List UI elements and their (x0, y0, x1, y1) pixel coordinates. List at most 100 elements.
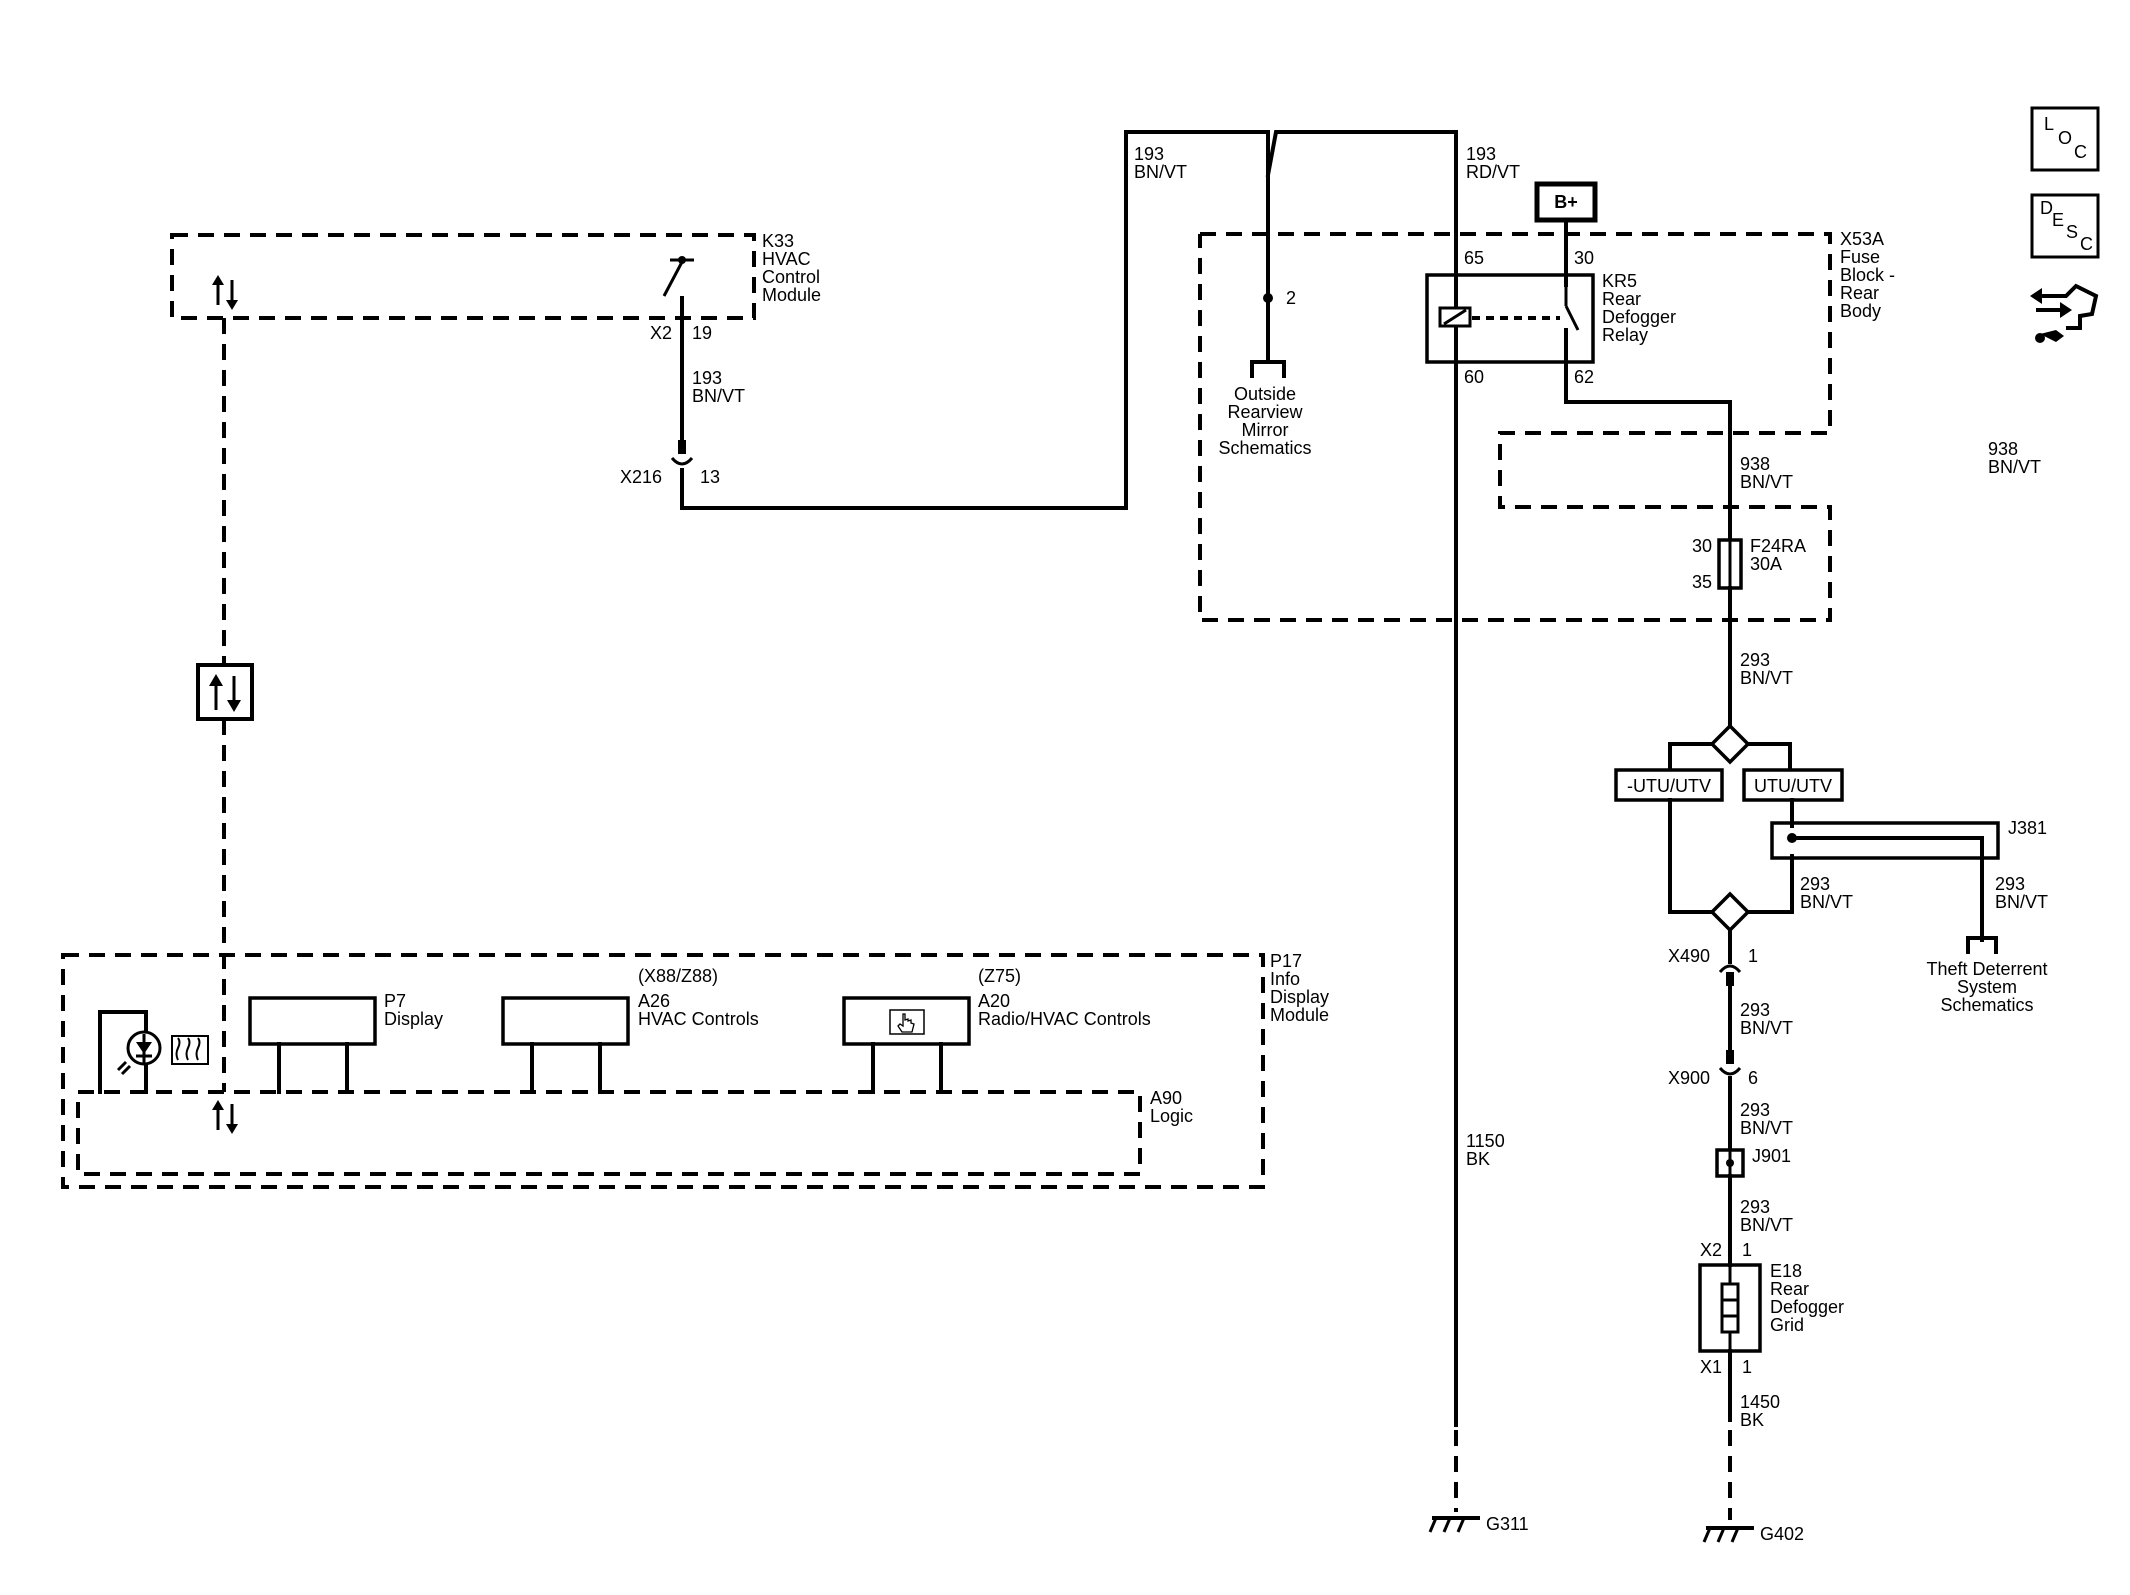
svg-text:30A: 30A (1750, 554, 1782, 574)
svg-text:J381: J381 (2008, 818, 2047, 838)
svg-text:RD/VT: RD/VT (1466, 162, 1520, 182)
desc-button[interactable]: D E S C (2030, 193, 2100, 259)
svg-text:BN/VT: BN/VT (1740, 1215, 1793, 1235)
svg-text:D: D (2040, 198, 2053, 218)
svg-text:(Z75): (Z75) (978, 966, 1021, 986)
svg-text:BN/VT: BN/VT (1740, 1118, 1793, 1138)
svg-text:293: 293 (1740, 1100, 1770, 1120)
svg-text:Fuse: Fuse (1840, 247, 1880, 267)
switch-icon (662, 256, 694, 320)
f24ra-fuse: 30 35 F24RA 30A (1692, 536, 1806, 592)
svg-text:938: 938 (1988, 439, 2018, 459)
svg-text:13: 13 (700, 467, 720, 487)
svg-text:HVAC: HVAC (762, 249, 811, 269)
svg-text:-UTU/UTV: -UTU/UTV (1627, 776, 1711, 796)
svg-text:F24RA: F24RA (1750, 536, 1806, 556)
svg-text:BK: BK (1466, 1149, 1490, 1169)
logic-serial-icon (212, 1100, 238, 1134)
svg-text:6: 6 (1748, 1068, 1758, 1088)
svg-text:193: 193 (1134, 144, 1164, 164)
loc-button[interactable]: L O C (2030, 106, 2100, 172)
svg-text:BN/VT: BN/VT (1988, 457, 2041, 477)
svg-text:Mirror: Mirror (1242, 420, 1289, 440)
svg-text:293: 293 (1740, 650, 1770, 670)
svg-text:L: L (2044, 114, 2054, 134)
svg-text:X216: X216 (620, 467, 662, 487)
svg-text:C: C (2074, 142, 2087, 162)
svg-text:K33: K33 (762, 231, 794, 251)
option-box-right (1742, 768, 1844, 802)
x216-connector: X216 13 (620, 440, 720, 487)
svg-text:Rearview: Rearview (1227, 402, 1303, 422)
svg-text:X900: X900 (1668, 1068, 1710, 1088)
svg-text:C: C (2080, 234, 2093, 254)
svg-text:Rear: Rear (1840, 283, 1879, 303)
relay-coil-icon (1438, 306, 1472, 328)
svg-text:KR5: KR5 (1602, 271, 1637, 291)
svg-text:G311: G311 (1486, 1514, 1529, 1534)
svg-text:Schematics: Schematics (1940, 995, 2033, 1015)
serial-data-icon (212, 275, 238, 310)
svg-text:X2: X2 (650, 323, 672, 343)
svg-text:A26: A26 (638, 991, 670, 1011)
svg-text:Relay: Relay (1602, 325, 1648, 345)
svg-text:Grid: Grid (1770, 1315, 1804, 1335)
svg-text:Module: Module (762, 285, 821, 305)
svg-text:65: 65 (1464, 248, 1484, 268)
svg-text:BN/VT: BN/VT (1740, 472, 1793, 492)
svg-text:BN/VT: BN/VT (692, 386, 745, 406)
svg-text:A90: A90 (1150, 1088, 1182, 1108)
svg-text:1: 1 (1742, 1240, 1752, 1260)
svg-text:X53A: X53A (1840, 229, 1884, 249)
x490-connector: X490 1 (1668, 946, 1758, 986)
svg-text:Logic: Logic (1150, 1106, 1193, 1126)
svg-text:35: 35 (1692, 572, 1712, 592)
svg-text:Rear: Rear (1602, 289, 1641, 309)
k33-hvac-control-module: K33 HVAC Control Module X2 19 (170, 231, 821, 343)
svg-text:2: 2 (1286, 288, 1296, 308)
ground-g311: G311 (1428, 1514, 1529, 1534)
svg-text:1: 1 (1742, 1357, 1752, 1377)
a20-radio-hvac-controls: (Z75) A20 Radio/HVAC Controls (842, 966, 1151, 1094)
option-merge-diamond (1709, 891, 1751, 933)
theft-deterrent-ref: Theft Deterrent System Schematics (1926, 936, 2048, 1015)
svg-text:293: 293 (1995, 874, 2025, 894)
svg-text:Module: Module (1270, 1005, 1329, 1025)
p7-display: P7 Display (248, 991, 443, 1094)
kr5-rear-defogger-relay: 65 30 60 62 KR5 Rear Defogger Relay (1425, 248, 1676, 387)
svg-text:System: System (1957, 977, 2017, 997)
j901-splice: J901 (1715, 1146, 1791, 1178)
svg-text:X2: X2 (1700, 1240, 1722, 1260)
svg-text:Control: Control (762, 267, 820, 287)
svg-text:Block -: Block - (1840, 265, 1895, 285)
outside-rearview-mirror-ref: Outside Rearview Mirror Schematics (1218, 360, 1312, 458)
svg-text:E: E (2052, 210, 2064, 230)
svg-text:19: 19 (692, 323, 712, 343)
svg-text:30: 30 (1692, 536, 1712, 556)
svg-text:O: O (2058, 128, 2072, 148)
ground-g402: G402 (1702, 1524, 1804, 1544)
svg-text:1450: 1450 (1740, 1392, 1780, 1412)
svg-text:1: 1 (1748, 946, 1758, 966)
a26-hvac-controls: (X88/Z88) A26 HVAC Controls (501, 966, 759, 1094)
svg-text:HVAC Controls: HVAC Controls (638, 1009, 759, 1029)
svg-text:X490: X490 (1668, 946, 1710, 966)
svg-text:60: 60 (1464, 367, 1484, 387)
rear-defrost-icon (171, 1035, 209, 1065)
svg-text:(X88/Z88): (X88/Z88) (638, 966, 718, 986)
svg-text:S: S (2066, 222, 2078, 242)
svg-text:BN/VT: BN/VT (1995, 892, 2048, 912)
svg-text:Display: Display (1270, 987, 1329, 1007)
svg-text:UTU/UTV: UTU/UTV (1754, 776, 1832, 796)
svg-text:P17: P17 (1270, 951, 1302, 971)
svg-text:Radio/HVAC Controls: Radio/HVAC Controls (978, 1009, 1151, 1029)
svg-text:Outside: Outside (1234, 384, 1296, 404)
svg-text:62: 62 (1574, 367, 1594, 387)
svg-text:P7: P7 (384, 991, 406, 1011)
e18-rear-defogger-grid: X2 1 E18 Rear Defogger Grid X1 1 (1698, 1240, 1844, 1377)
connector-wrench-icon[interactable] (2030, 283, 2099, 343)
svg-text:Info: Info (1270, 969, 1300, 989)
svg-text:Defogger: Defogger (1770, 1297, 1844, 1317)
